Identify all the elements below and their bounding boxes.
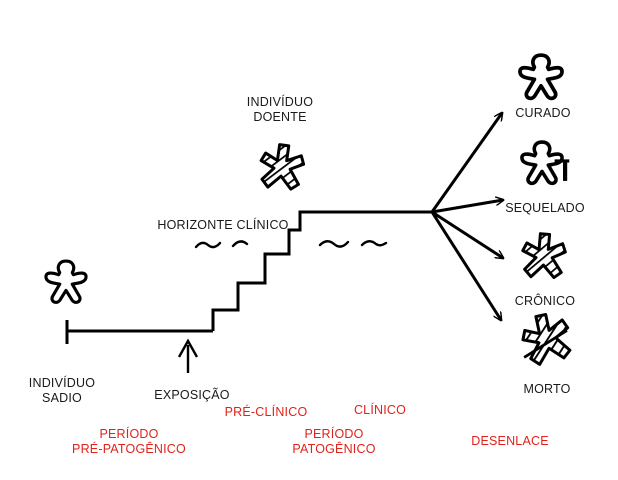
label-exposicao: EXPOSIÇÃO: [154, 388, 230, 402]
arrow-to-morto: [430, 211, 501, 320]
person-hatched-icon: [256, 140, 308, 194]
label-individuo-doente: INDIVÍDUO DOENTE: [246, 95, 314, 124]
person-hatched-icon: [519, 230, 569, 282]
label-periodo-pre-patogenico: PERÍODO PRÉ-PATOGÊNICO: [72, 427, 186, 456]
label-sequelado: SEQUELADO: [505, 201, 585, 215]
person-outline-icon: [518, 53, 564, 101]
arrow-to-sequelado: [431, 200, 503, 214]
person-injured-icon: [520, 140, 570, 186]
arrow-to-curado: [430, 113, 502, 213]
label-curado: CURADO: [515, 106, 571, 120]
arrow-to-cronico: [431, 210, 503, 258]
clinical-horizon-wave: [194, 240, 388, 249]
person-outline-icon: [44, 259, 88, 304]
exposure-arrow: [177, 338, 199, 373]
label-individuo-sadio: INDIVÍDUO SADIO: [28, 376, 96, 405]
person-crossed-icon: [517, 309, 576, 369]
label-pre-clinico: PRÉ-CLÍNICO: [224, 405, 308, 419]
staircase-line: [211, 210, 432, 331]
label-horizonte-clinico: HORIZONTE CLÍNICO: [157, 218, 289, 232]
label-periodo-patogenico: PERÍODO PATOGÊNICO: [292, 427, 376, 456]
label-cronico: CRÔNICO: [514, 294, 576, 308]
label-clinico: CLÍNICO: [353, 403, 407, 417]
label-morto: MORTO: [523, 382, 571, 396]
label-desenlace: DESENLACE: [471, 434, 549, 448]
